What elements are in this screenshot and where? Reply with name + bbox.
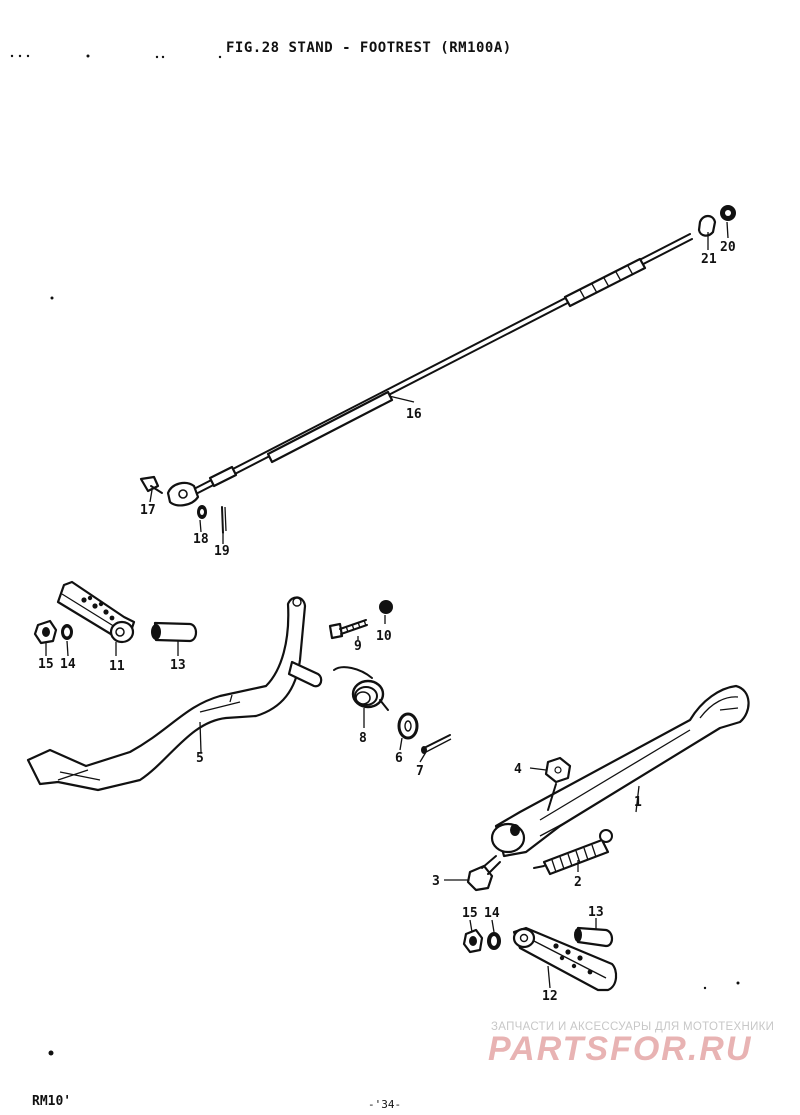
part-6-washer [397,712,419,740]
part-9-bolt [328,619,368,640]
part-20-nut [720,205,736,221]
part-10-nut [379,600,393,614]
callout-13-right: 13 [588,905,604,920]
part-2-spring [533,829,613,876]
callout-2: 2 [574,875,582,890]
callout-numbers: 21 20 16 17 18 19 15 14 11 13 9 10 5 8 6… [38,240,736,1004]
part-21-washer [697,214,717,237]
callout-3: 3 [432,874,440,889]
callout-12: 12 [542,989,558,1004]
callout-5: 5 [196,751,204,766]
callout-8: 8 [359,731,367,746]
callout-20: 20 [720,240,736,255]
callout-19: 19 [214,544,230,559]
part-14-washer-right [487,932,501,950]
part-13-pin-right [574,926,614,948]
leader-lines [45,221,729,989]
callout-15-left: 15 [38,657,54,672]
footer-page-number: -'34- [368,1098,402,1111]
part-1-side-stand [490,684,750,858]
callout-6: 6 [395,751,403,766]
callout-17: 17 [140,503,156,518]
part-3-bolt [466,855,501,892]
callout-15-right: 15 [462,906,478,921]
part-11-footrest-left [56,580,136,644]
callout-11: 11 [109,659,125,674]
figure-title: FIG.28 STAND - FOOTREST (RM100A) [226,40,512,56]
callout-4: 4 [514,762,522,777]
part-15-cotter-left [33,619,58,645]
part-12-footrest-right [512,926,618,992]
callout-18: 18 [193,532,209,547]
part-18-washer [197,505,207,519]
callout-16: 16 [406,407,422,422]
part-14-washer-left [61,624,73,640]
scan-specks [10,54,740,1056]
watermark-logo: PARTSFOR.RU [488,1030,753,1068]
part-8-return-spring [333,666,389,711]
part-4-nut [544,756,572,811]
part-17-clevis-pin [139,475,163,494]
callout-14-right: 14 [484,906,500,921]
watermark-tagline: ЗАПЧАСТИ И АКСЕССУАРЫ ДЛЯ МОТОТЕХНИКИ [491,1021,775,1033]
callout-13-left: 13 [170,658,186,673]
callout-1: 1 [634,795,642,810]
part-19-cotter-pin [221,506,227,534]
footer-model-code: RM10' [32,1094,72,1109]
callout-14-left: 14 [60,657,76,672]
part-7-cotter-pin [421,734,452,754]
callout-10: 10 [376,629,392,644]
callout-7: 7 [416,764,424,779]
callout-21: 21 [701,252,717,267]
part-13-pin-left [151,621,198,643]
part-15-cotter-right [462,928,484,954]
part-5-brake-pedal [26,596,323,792]
callout-9: 9 [354,639,362,654]
part-16-stand-rod [166,233,693,507]
